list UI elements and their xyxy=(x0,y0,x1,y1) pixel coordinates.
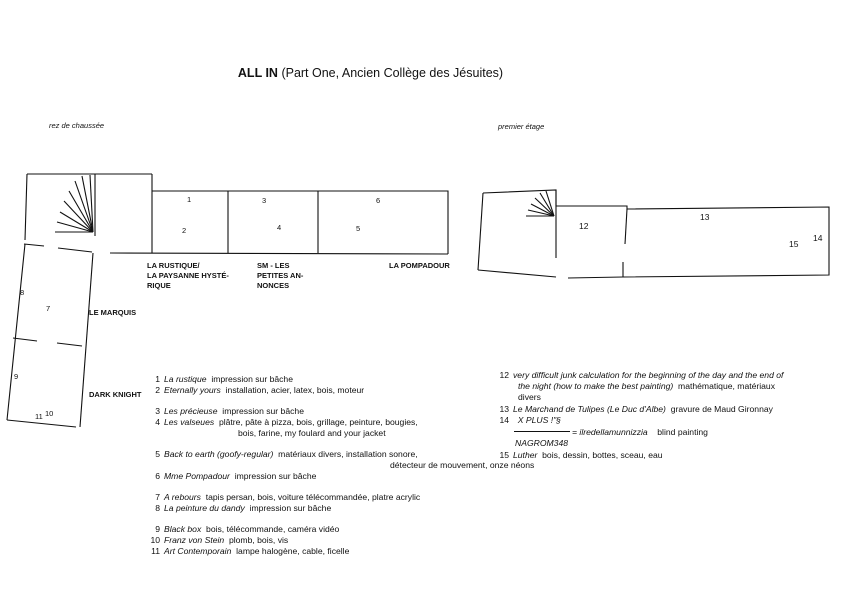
work-item-14-sub: NAGROM348 xyxy=(515,438,569,448)
room-label-rustique: LA RUSTIQUE/ LA PAYSANNE HYSTÉ- RIQUE xyxy=(147,261,229,290)
room-number-4: 4 xyxy=(277,223,282,232)
room-number-12: 12 xyxy=(579,221,589,231)
work-item-12-cont2: divers xyxy=(518,392,541,402)
room-number-7: 7 xyxy=(46,304,51,313)
room-number-10: 10 xyxy=(45,409,54,418)
room-label-marquis: LE MARQUIS xyxy=(89,308,137,317)
work-item-14-eq: = ilredellamunnizzia blind painting xyxy=(514,427,708,438)
work-item-12-cont: the night (how to make the best painting… xyxy=(518,381,776,391)
floor-label-first: premier étage xyxy=(498,122,545,131)
first-floor-plan xyxy=(477,189,830,279)
room-label-sm: SM - LES PETITES AN- NONCES xyxy=(257,261,304,290)
room-number-6: 6 xyxy=(376,196,381,205)
room-number-8: 8 xyxy=(20,288,25,297)
room-number-9: 9 xyxy=(14,372,19,381)
floor-label-ground: rez de chaussée xyxy=(49,121,105,130)
room-label-pompadour: LA POMPADOUR xyxy=(389,261,450,270)
work-item-5-cont: détecteur de mouvement, onze néons xyxy=(390,460,535,470)
fraction-bar xyxy=(514,431,570,432)
room-label-darkknight: DARK KNIGHT xyxy=(89,390,142,399)
room-number-5: 5 xyxy=(356,224,361,233)
room-number-3: 3 xyxy=(262,196,267,205)
room-number-15: 15 xyxy=(789,239,799,249)
room-number-14: 14 xyxy=(813,233,823,243)
room-number-1: 1 xyxy=(187,195,192,204)
title-rest: (Part One, Ancien Collège des Jésuites) xyxy=(281,66,504,80)
work-item-4-cont: bois, farine, my foulard and your jacket xyxy=(238,428,386,438)
ground-floor-plan xyxy=(6,173,449,428)
work-item-14: 14 X PLUS !"§ xyxy=(499,415,561,425)
page-title: ALL IN (Part One, Ancien Collège des Jés… xyxy=(0,66,741,80)
room-number-11: 11 xyxy=(35,412,43,421)
room-number-13: 13 xyxy=(700,212,710,222)
title-bold: ALL IN xyxy=(237,66,278,80)
room-number-2: 2 xyxy=(182,226,187,235)
